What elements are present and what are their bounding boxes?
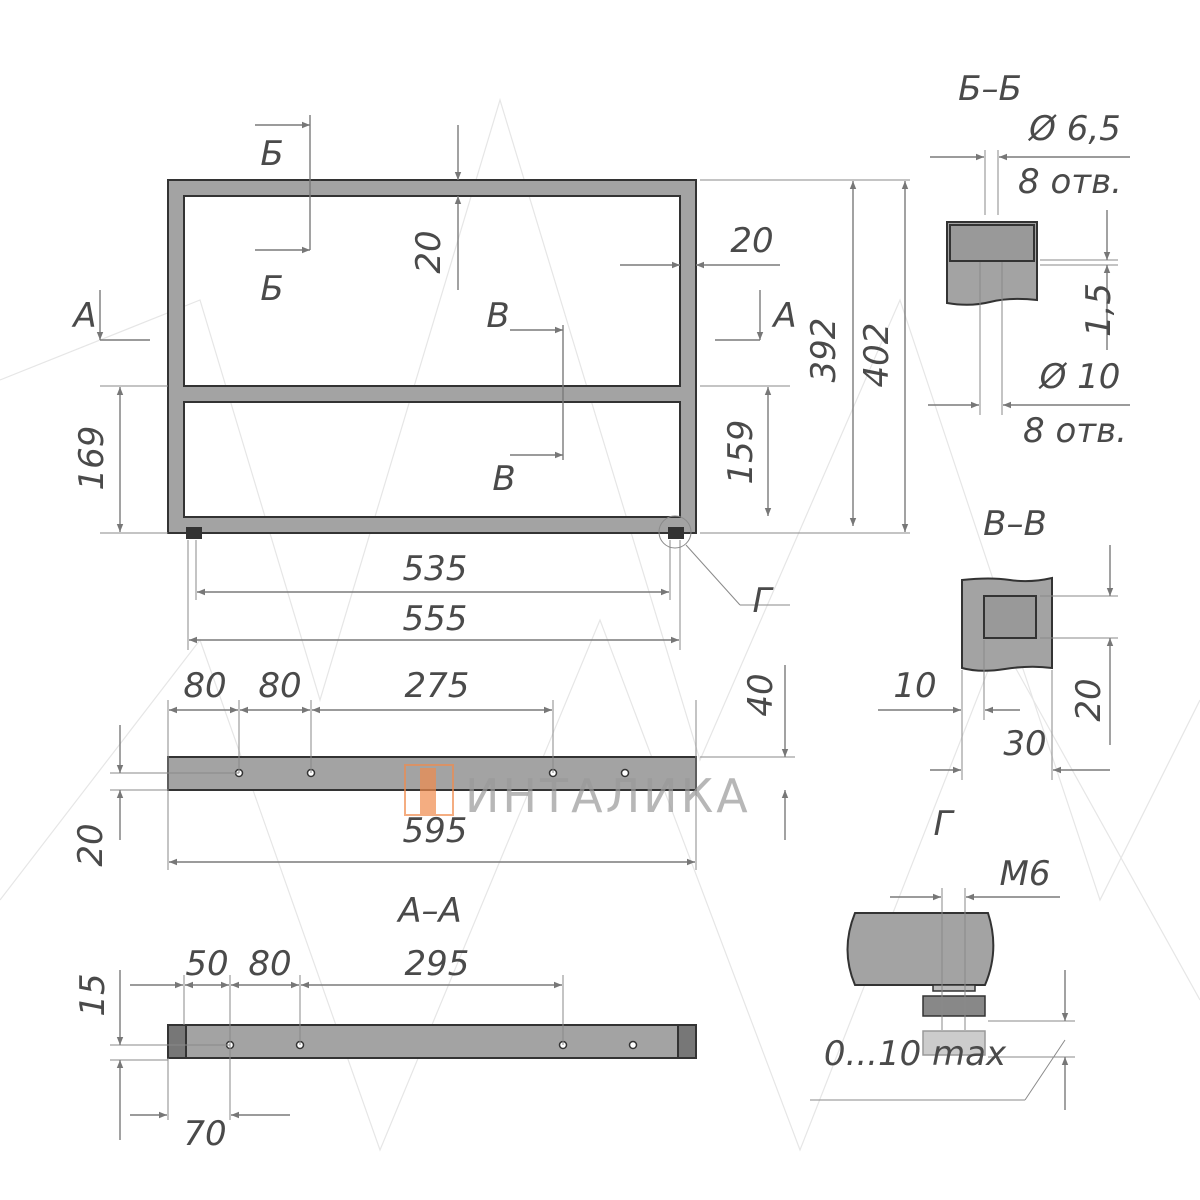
hole-diameter-large: Ø 10 bbox=[1038, 357, 1121, 397]
hole-count-small: 8 отв. bbox=[1018, 162, 1122, 202]
dim-15: 15 bbox=[73, 973, 113, 1016]
dim-side-bar: 20 bbox=[730, 221, 773, 261]
hole-count-large: 8 отв. bbox=[1023, 411, 1127, 451]
top-view: 80 80 275 40 20 595 bbox=[71, 665, 795, 870]
brand-logo-icon bbox=[404, 764, 454, 816]
dim-159: 159 bbox=[721, 420, 761, 485]
hole-diameter-small: Ø 6,5 bbox=[1027, 109, 1121, 149]
section-aa: А–А 50 80 295 15 70 bbox=[73, 891, 697, 1154]
end-cap-left bbox=[167, 1024, 187, 1059]
dim-275: 275 bbox=[405, 666, 470, 706]
dim-535: 535 bbox=[403, 549, 468, 589]
section-bb: Б–Б Ø 6,5 8 отв. 1,5 Ø 10 8 отв. bbox=[928, 69, 1130, 451]
dim-595: 595 bbox=[403, 811, 468, 851]
front-view: Б Б 20 20 А А В В 392 402 169 159 535 55… bbox=[71, 115, 910, 650]
adjust-range: 0...10 max bbox=[824, 1034, 1007, 1074]
dim-40: 40 bbox=[741, 673, 781, 716]
detail-g-label: Г bbox=[753, 581, 775, 621]
detail-g: Г М6 0...10 max bbox=[810, 804, 1075, 1110]
section-b-label: Б bbox=[260, 269, 283, 309]
dim-80: 80 bbox=[248, 944, 291, 984]
section-b-label: Б bbox=[260, 134, 283, 174]
dim-10: 10 bbox=[893, 666, 936, 706]
brand-watermark: ИНТАЛИКА bbox=[404, 764, 751, 823]
dim-80: 80 bbox=[183, 666, 226, 706]
foot-right bbox=[668, 527, 684, 539]
wall-thickness: 1,5 bbox=[1079, 283, 1119, 337]
section-a-label: А bbox=[71, 296, 96, 336]
dim-402: 402 bbox=[857, 323, 897, 388]
section-v-label: В bbox=[492, 459, 515, 499]
brand-name: ИНТАЛИКА bbox=[465, 769, 751, 823]
dim-80: 80 bbox=[258, 666, 301, 706]
section-aa-title: А–А bbox=[396, 891, 462, 931]
foot-left bbox=[186, 527, 202, 539]
section-vv: В–В 10 30 20 bbox=[878, 504, 1118, 780]
dim-30: 30 bbox=[1003, 724, 1046, 764]
adjuster-foot bbox=[922, 1030, 986, 1056]
section-v-label: В bbox=[486, 296, 509, 336]
thread-size: М6 bbox=[1000, 854, 1051, 894]
detail-g-title: Г bbox=[934, 804, 956, 844]
dim-295: 295 bbox=[405, 944, 470, 984]
end-cap-right bbox=[677, 1024, 697, 1059]
section-a-label: А bbox=[771, 296, 796, 336]
dim-20: 20 bbox=[71, 823, 111, 866]
dim-70: 70 bbox=[183, 1114, 226, 1154]
dim-20: 20 bbox=[1069, 678, 1109, 721]
tube-end bbox=[846, 912, 995, 986]
dim-50: 50 bbox=[185, 944, 228, 984]
section-vv-title: В–В bbox=[983, 504, 1047, 544]
dim-top-bar: 20 bbox=[409, 230, 449, 273]
dim-392: 392 bbox=[804, 318, 844, 383]
adjuster-nut bbox=[922, 995, 986, 1017]
detail-g-circle bbox=[658, 515, 692, 549]
dim-555: 555 bbox=[403, 599, 468, 639]
dim-169: 169 bbox=[72, 426, 112, 491]
section-bb-title: Б–Б bbox=[958, 69, 1022, 109]
